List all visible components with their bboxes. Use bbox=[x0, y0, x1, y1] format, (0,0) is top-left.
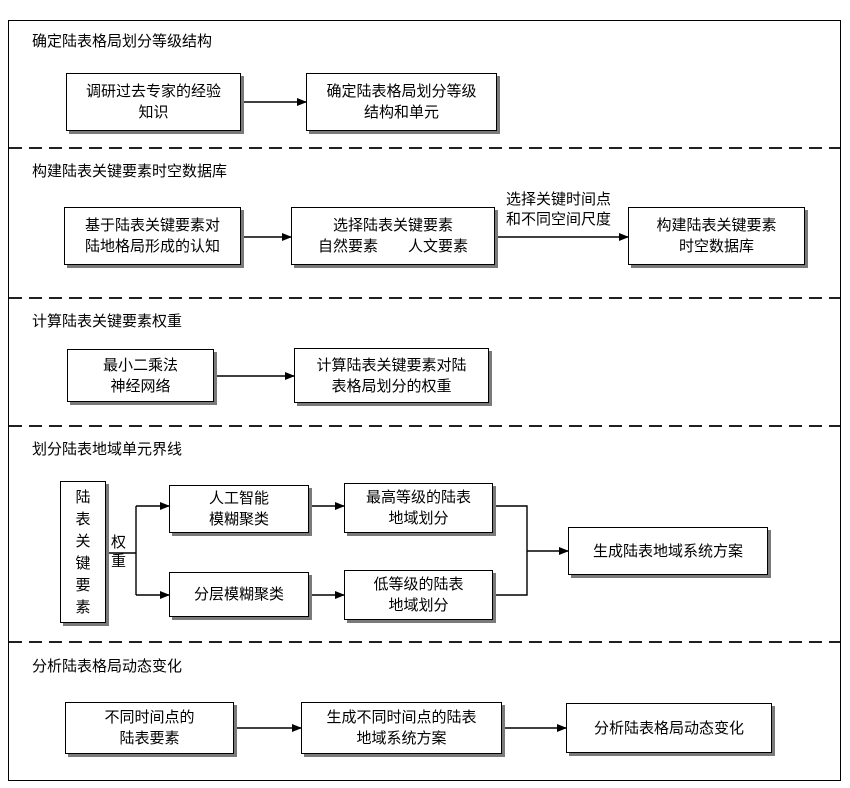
section-title: 划分陆表地域单元界线 bbox=[32, 440, 183, 458]
box-text: 表格局划分的权重 bbox=[331, 376, 452, 395]
box-char: 关 bbox=[75, 532, 91, 550]
flow-box: 人工智能 模糊聚类 bbox=[169, 485, 309, 533]
box-text: 自然要素 bbox=[317, 237, 378, 255]
flow-box: 生成陆表地域系统方案 bbox=[568, 527, 768, 575]
box-text: 生成不同时间点的陆表 bbox=[326, 708, 477, 726]
box-text: 构建陆表关键要素 bbox=[656, 216, 777, 234]
section-title: 确定陆表格局划分等级结构 bbox=[32, 32, 213, 50]
flow-box: 选择陆表关键要素 自然要素 人文要素 bbox=[291, 207, 495, 265]
box-text: 最高等级的陆表 bbox=[365, 488, 471, 506]
box-text: 选择陆表关键要素 bbox=[332, 216, 453, 234]
box-text: 确定陆表格局划分等级 bbox=[326, 82, 477, 100]
box-char: 陆 bbox=[75, 488, 91, 506]
box-text: 模糊聚类 bbox=[208, 510, 269, 528]
flow-box: 构建陆表关键要素 时空数据库 bbox=[628, 207, 805, 265]
box-text-row: 自然要素 人文要素 bbox=[318, 236, 468, 257]
box-text: 时空数据库 bbox=[678, 237, 754, 255]
box-text: 地域划分 bbox=[388, 596, 449, 614]
box-text: 分析陆表格局动态变化 bbox=[593, 718, 744, 737]
box-text: 陆表要素 bbox=[119, 729, 180, 747]
arrow-label: 选择关键时间点 和不同空间尺度 bbox=[506, 189, 611, 229]
box-char: 要 bbox=[75, 576, 91, 594]
box-text: 人工智能 bbox=[208, 489, 269, 507]
box-text: 地域系统方案 bbox=[356, 729, 447, 747]
weight-label-char: 权 bbox=[111, 533, 127, 551]
weight-label: 权 重 bbox=[111, 533, 126, 571]
box-text: 陆地格局形成的认知 bbox=[84, 237, 220, 255]
flow-box: 分层模糊聚类 bbox=[169, 572, 309, 617]
flow-box: 计算陆表关键要素对陆 表格局划分的权重 bbox=[294, 348, 489, 403]
section-title: 计算陆表关键要素权重 bbox=[32, 312, 183, 330]
box-text: 调研过去专家的经验 bbox=[85, 82, 221, 100]
flow-box: 基于陆表关键要素对 陆地格局形成的认知 bbox=[64, 207, 241, 265]
box-text: 最小二乘法 bbox=[102, 355, 178, 374]
flow-box: 确定陆表格局划分等级 结构和单元 bbox=[306, 73, 497, 131]
box-text: 分层模糊聚类 bbox=[193, 585, 284, 603]
box-text: 不同时间点的 bbox=[104, 708, 195, 726]
box-text: 低等级的陆表 bbox=[373, 575, 464, 593]
box-text: 计算陆表关键要素对陆 bbox=[316, 355, 467, 374]
flow-box: 最高等级的陆表 地域划分 bbox=[344, 483, 493, 533]
box-text: 知识 bbox=[138, 103, 169, 121]
box-text: 人文要素 bbox=[408, 237, 469, 255]
flow-box: 生成不同时间点的陆表 地域系统方案 bbox=[301, 702, 502, 754]
weight-label-char: 重 bbox=[111, 552, 127, 570]
section-title: 构建陆表关键要素时空数据库 bbox=[32, 162, 228, 180]
flow-box: 低等级的陆表 地域划分 bbox=[344, 570, 493, 620]
box-char: 键 bbox=[75, 554, 91, 572]
arrow-label-line: 选择关键时间点 bbox=[506, 190, 612, 208]
box-char: 表 bbox=[75, 510, 91, 528]
outer-frame bbox=[8, 20, 841, 781]
flow-box: 分析陆表格局动态变化 bbox=[566, 703, 772, 753]
box-text: 生成陆表地域系统方案 bbox=[592, 541, 743, 560]
box-text: 地域划分 bbox=[388, 509, 449, 527]
flow-box: 调研过去专家的经验 知识 bbox=[66, 73, 241, 131]
flow-box: 最小二乘法 神经网络 bbox=[67, 349, 214, 402]
arrow-label-line: 和不同空间尺度 bbox=[506, 210, 612, 228]
box-char: 素 bbox=[75, 598, 91, 616]
box-text: 神经网络 bbox=[110, 376, 171, 395]
box-text: 基于陆表关键要素对 bbox=[84, 216, 220, 234]
box-text: 结构和单元 bbox=[363, 103, 439, 121]
flow-box: 不同时间点的 陆表要素 bbox=[65, 702, 234, 754]
vertical-box-key-elements: 陆 表 关 键 要 素 bbox=[60, 481, 106, 623]
section-title: 分析陆表格局动态变化 bbox=[32, 657, 183, 675]
